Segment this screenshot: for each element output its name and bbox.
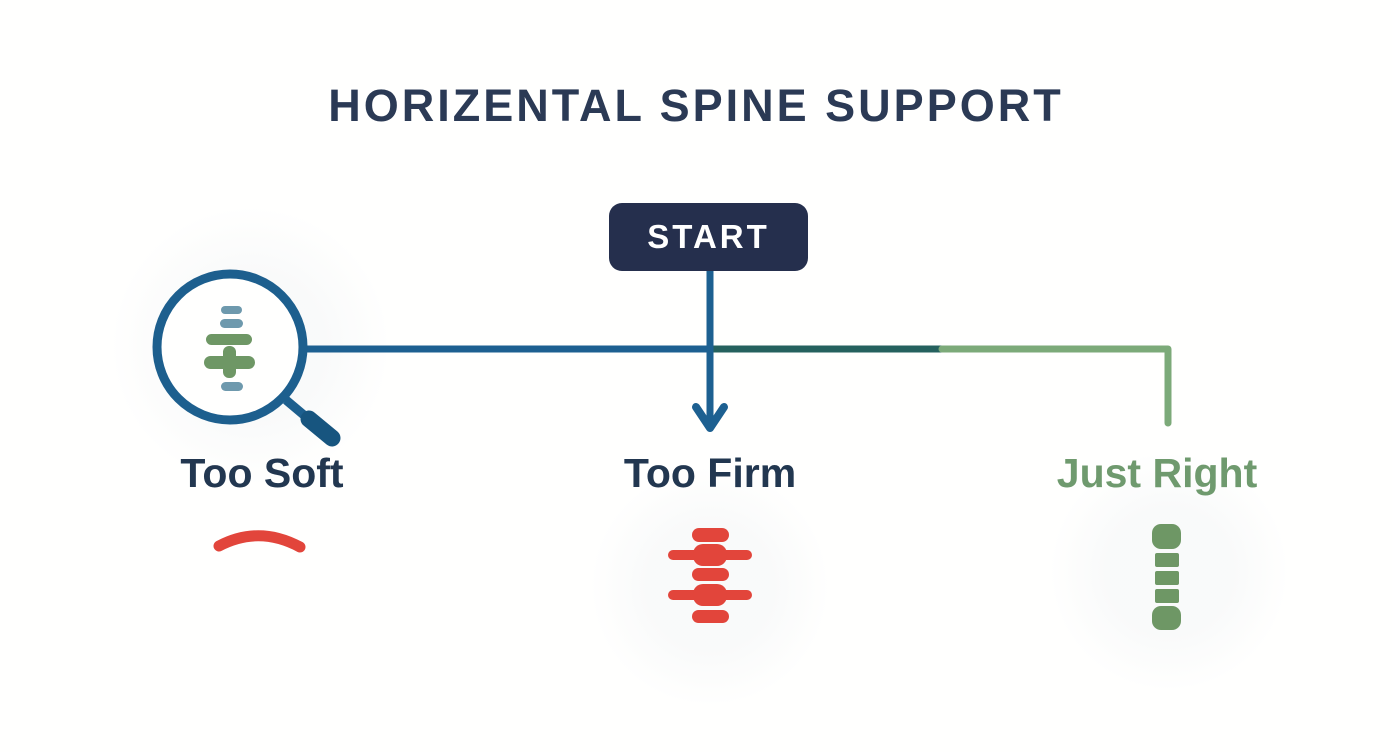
sagging-curve-icon <box>213 530 306 553</box>
page-title: HORIZENTAL SPINE SUPPORT <box>328 80 1064 131</box>
compressed-spine-icon <box>668 528 752 623</box>
branch-label-just-right: Just Right <box>1056 450 1258 496</box>
magnifier-neck <box>283 396 308 420</box>
start-node: START <box>609 203 808 271</box>
flow-line-green-corner <box>938 345 1172 427</box>
magnifier-handle <box>300 410 341 447</box>
aligned-spine-column-icon <box>1152 524 1181 630</box>
lens-spine-glyph <box>204 306 255 391</box>
start-node-label: START <box>647 218 770 255</box>
branch-label-too-firm: Too Firm <box>623 450 797 496</box>
connector-lines <box>306 345 1172 427</box>
magnifying-glass-spine-icon <box>152 269 341 447</box>
down-arrow <box>692 271 728 432</box>
branch-label-too-soft: Too Soft <box>180 450 344 496</box>
arrowhead-icon <box>692 403 728 432</box>
